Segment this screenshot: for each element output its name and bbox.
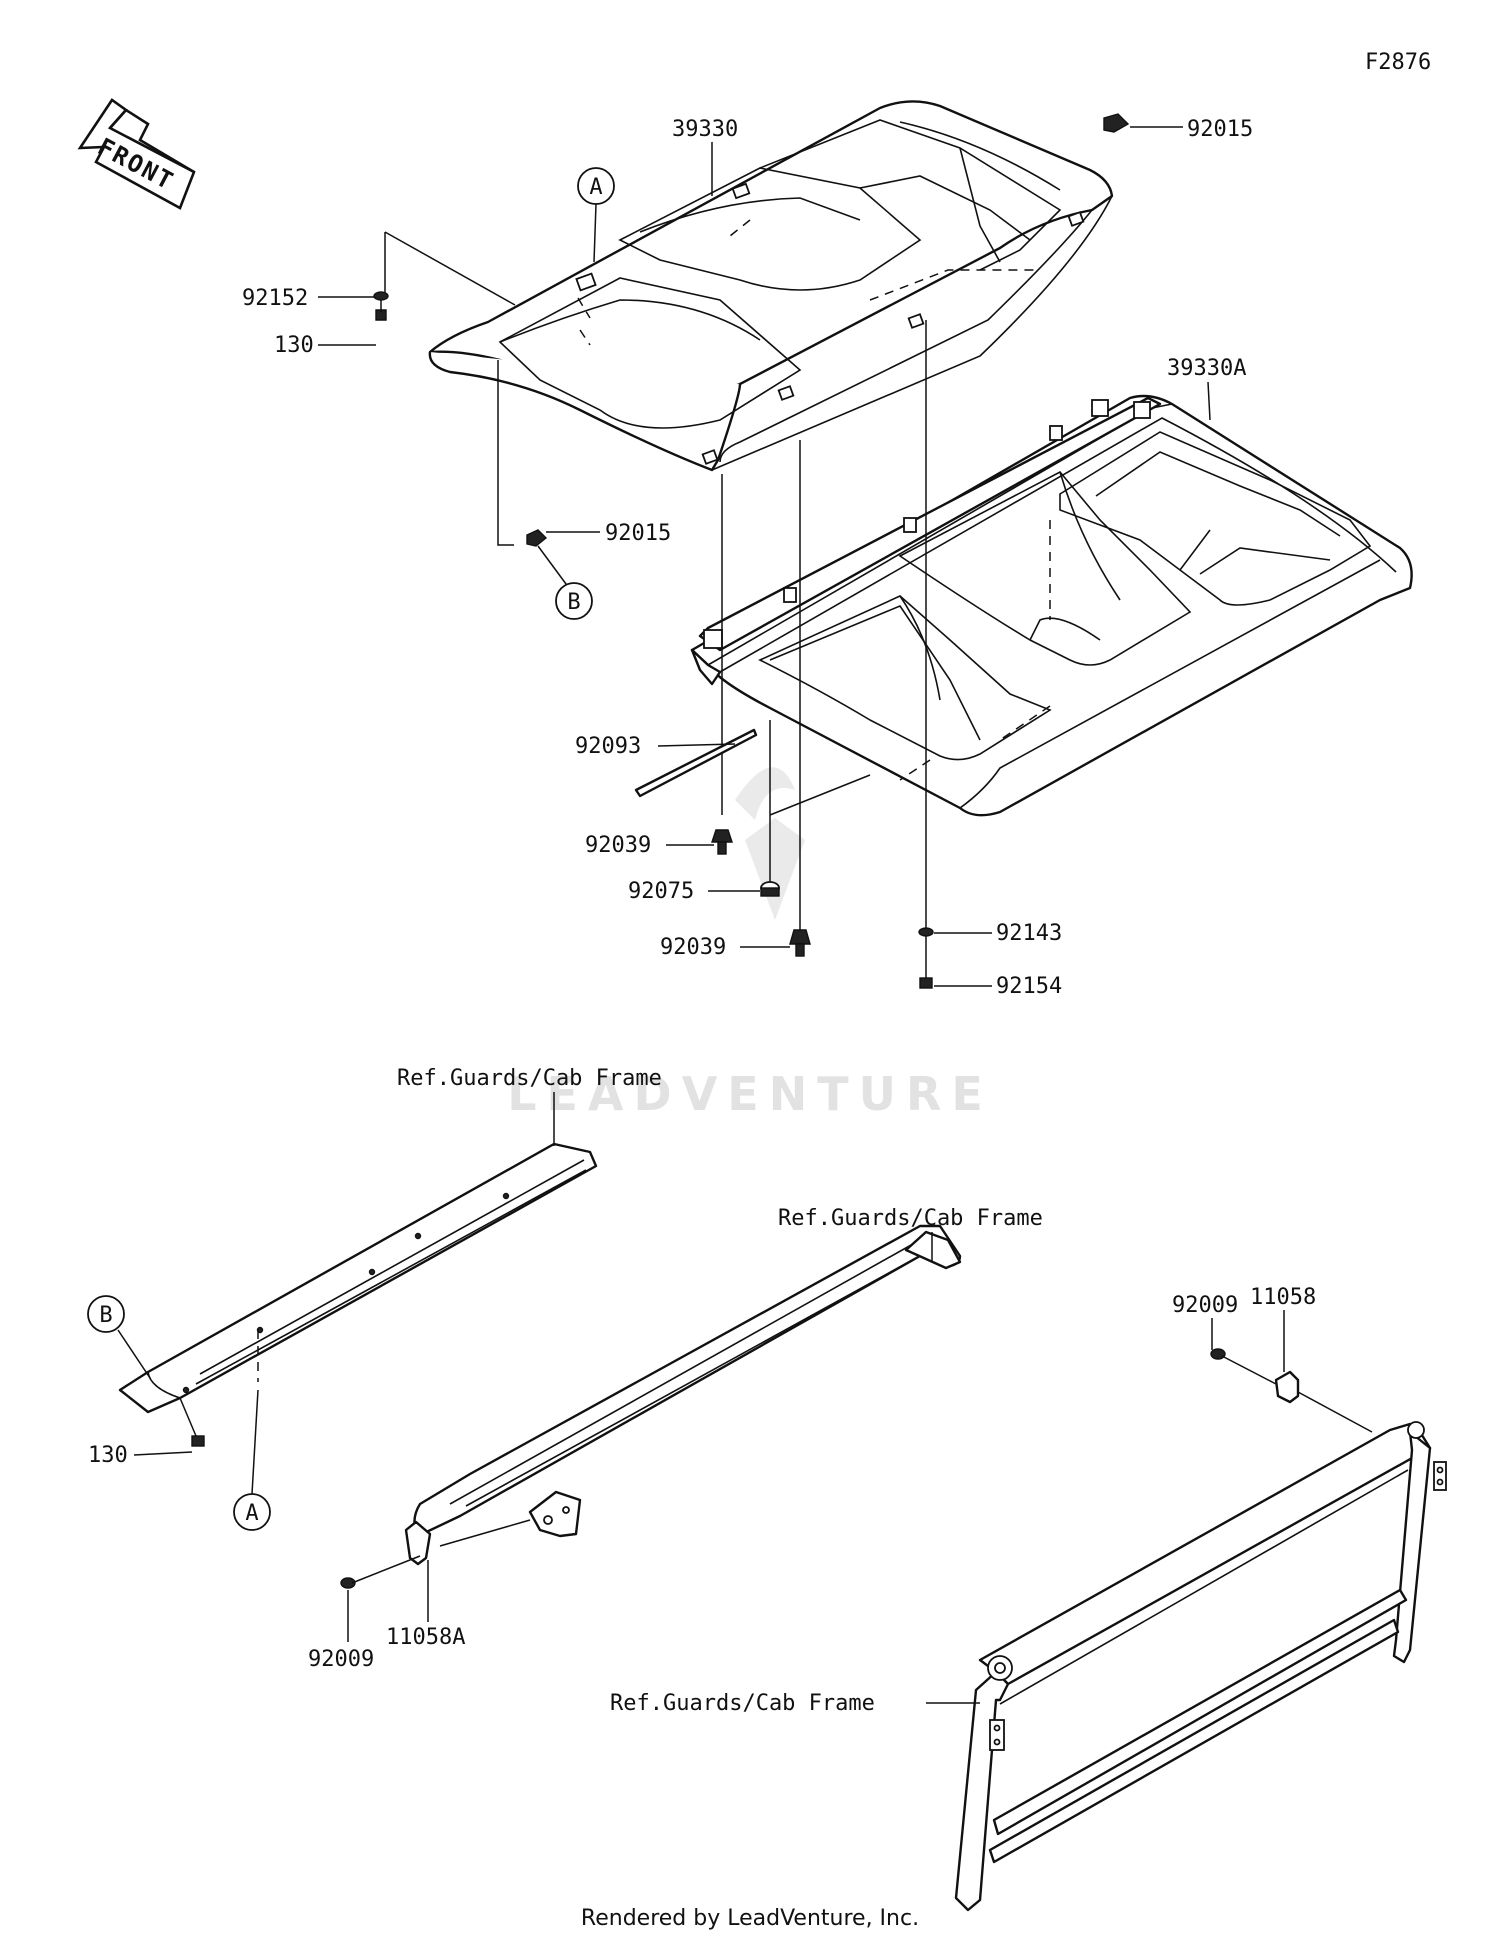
label-92039-b: 92039	[660, 935, 726, 960]
label-92152: 92152	[242, 286, 308, 311]
svg-text:A: A	[589, 175, 602, 200]
assembly-lines	[384, 231, 927, 952]
svg-text:B: B	[99, 1303, 112, 1328]
watermark-text: LEADVENTURE	[507, 1067, 993, 1121]
callout-a-top: A	[577, 167, 615, 263]
label-92015-top: 92015	[1187, 117, 1253, 142]
svg-text:A: A	[245, 1501, 258, 1526]
roof-39330A	[690, 394, 1413, 817]
label-92039-a: 92039	[585, 833, 651, 858]
callout-b-top: B	[537, 545, 593, 620]
label-92009-right: 92009	[1172, 1293, 1238, 1318]
callout-a-bottom: A	[233, 1389, 271, 1531]
ref-label-2: Ref.Guards/Cab Frame	[778, 1206, 1043, 1231]
part-labels: 39330 92015 92152 130 39330A 92015 92093…	[88, 117, 1316, 1672]
reference-labels: Ref.Guards/Cab Frame Ref.Guards/Cab Fram…	[397, 1066, 1043, 1716]
footer-credit: Rendered by LeadVenture, Inc.	[581, 1906, 919, 1931]
hardware	[373, 113, 1130, 989]
label-130-bottom: 130	[88, 1443, 128, 1468]
figure-code: F2876	[1365, 50, 1431, 75]
label-92143: 92143	[996, 921, 1062, 946]
label-11058: 11058	[1250, 1285, 1316, 1310]
label-92075: 92075	[628, 879, 694, 904]
watermark: LEADVENTURE	[507, 767, 993, 1121]
label-11058A: 11058A	[386, 1625, 465, 1650]
label-92154: 92154	[996, 974, 1062, 999]
label-92093: 92093	[575, 734, 641, 759]
cross-bar	[340, 1224, 962, 1589]
label-39330: 39330	[672, 117, 738, 142]
ref-label-3: Ref.Guards/Cab Frame	[610, 1691, 875, 1716]
cab-frame	[954, 1348, 1447, 1912]
label-39330A: 39330A	[1167, 356, 1246, 381]
svg-text:B: B	[567, 590, 580, 615]
front-panel-guard	[118, 1142, 598, 1447]
label-92015-bottom: 92015	[605, 521, 671, 546]
ref-label-1: Ref.Guards/Cab Frame	[397, 1066, 662, 1091]
roof-39330	[428, 100, 1114, 472]
callout-b-bottom: B	[87, 1295, 151, 1379]
label-130-top: 130	[274, 333, 314, 358]
label-92009-left: 92009	[308, 1647, 374, 1672]
front-arrow: FRONT	[77, 98, 196, 210]
